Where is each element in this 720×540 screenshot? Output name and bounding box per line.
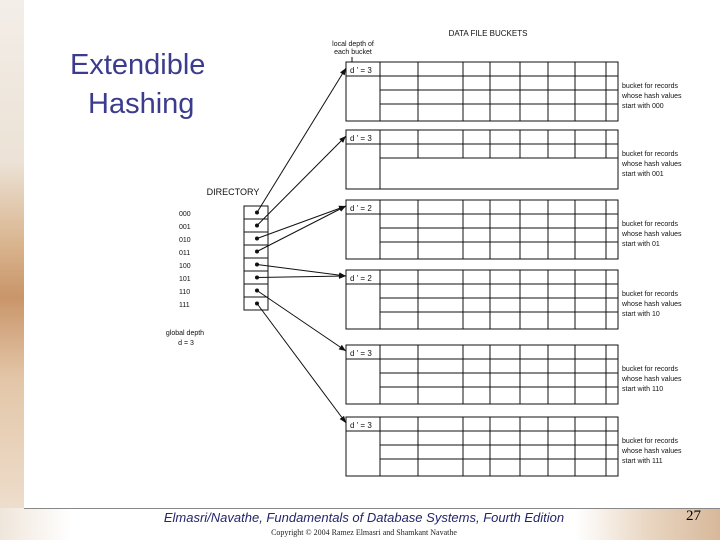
bucket-description-line: start with 110 (622, 386, 663, 393)
bucket-description-line: bucket for records (622, 151, 679, 158)
bucket-description-line: bucket for records (622, 291, 679, 298)
directory-to-bucket-arrow (257, 276, 346, 278)
data-file-buckets: d ' = 3 bucket for records whose hash valu… (346, 62, 682, 476)
bucket-description-line: whose hash values (621, 448, 682, 455)
global-depth-label-line-1: global depth (166, 330, 204, 337)
directory-entry-label: 101 (179, 276, 191, 283)
bucket-description-line: whose hash values (621, 231, 682, 238)
footer-citation: Elmasri/Navathe, Fundamentals of Databas… (0, 510, 720, 525)
directory-label: DIRECTORY (207, 187, 260, 197)
data-file-buckets-label: DATA FILE BUCKETS (449, 29, 528, 38)
directory-entry-label: 100 (179, 263, 191, 270)
directory: 000 001 010 011 100 101 110 111 (179, 206, 268, 310)
bucket-box (346, 200, 618, 259)
copyright-text: Copyright © 2004 Ramez Elmasri and Shamk… (271, 528, 457, 537)
bucket-description-line: whose hash values (621, 93, 682, 100)
directory-entry-label: 011 (179, 250, 190, 257)
bucket-local-depth: d ' = 3 (350, 421, 372, 430)
bucket-description-line: whose hash values (621, 301, 682, 308)
bucket-local-depth: d ' = 3 (350, 66, 372, 75)
bucket-box (346, 62, 618, 121)
bucket-box (346, 417, 618, 476)
bucket-description-line: bucket for records (622, 221, 679, 228)
directory-pointers (257, 68, 346, 423)
local-depth-label-line-1: local depth of (332, 41, 374, 48)
bucket-description-line: start with 000 (622, 103, 664, 110)
bucket-description-line: bucket for records (622, 438, 679, 445)
bucket-description-line: bucket for records (622, 83, 679, 90)
bucket-box (346, 130, 618, 189)
directory-to-bucket-arrow (257, 304, 346, 424)
directory-to-bucket-arrow (257, 206, 346, 252)
bucket-description-line: whose hash values (621, 161, 682, 168)
bucket-local-depth: d ' = 3 (350, 349, 372, 358)
bucket-local-depth: d ' = 2 (350, 274, 372, 283)
bucket-description-line: bucket for records (622, 366, 679, 373)
bucket-local-depth: d ' = 3 (350, 134, 372, 143)
directory-entry-label: 111 (179, 302, 190, 309)
footer-citation-text: Elmasri/Navathe, Fundamentals of Databas… (164, 510, 564, 525)
bucket-box (346, 270, 618, 329)
directory-to-bucket-arrow (257, 68, 346, 213)
directory-entry-label: 110 (179, 289, 190, 296)
local-depth-label-line-2: each bucket (334, 49, 372, 56)
bucket-local-depth: d ' = 2 (350, 204, 372, 213)
directory-entry-label: 000 (179, 211, 191, 218)
bucket-description-line: start with 01 (622, 241, 660, 248)
directory-entry-label: 010 (179, 237, 191, 244)
directory-to-bucket-arrow (257, 136, 346, 226)
copyright-notice: Copyright © 2004 Ramez Elmasri and Shamk… (0, 528, 720, 537)
bucket-box (346, 345, 618, 404)
bucket-description-line: start with 111 (622, 458, 663, 465)
directory-entry-label: 001 (179, 224, 191, 231)
global-depth-label-line-2: d = 3 (178, 340, 194, 347)
bucket-description-line: start with 10 (622, 311, 660, 318)
page-number: 27 (686, 508, 701, 525)
bucket-description-line: whose hash values (621, 376, 682, 383)
directory-to-bucket-arrow (257, 206, 346, 239)
bucket-description-line: start with 001 (622, 171, 664, 178)
directory-to-bucket-arrow (257, 265, 346, 277)
